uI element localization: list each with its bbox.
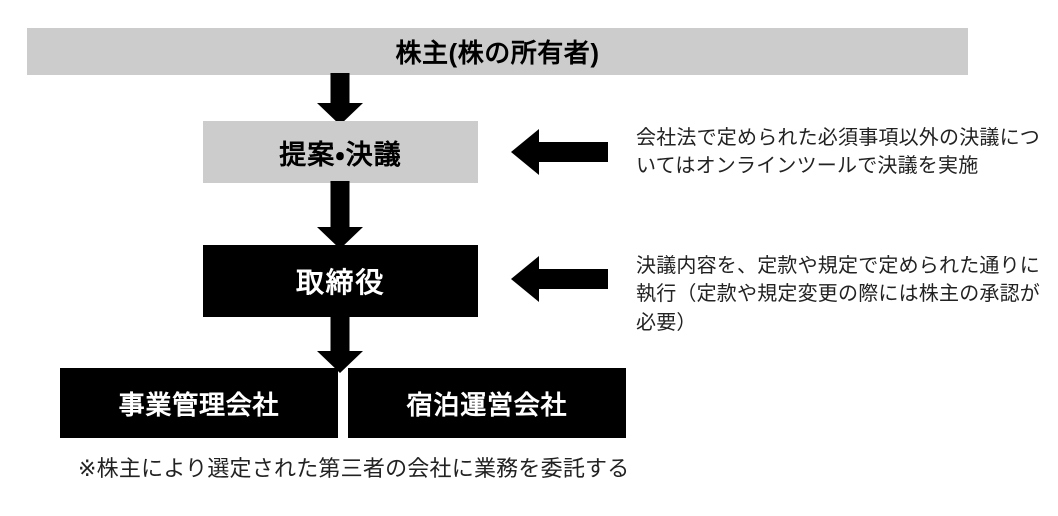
node-management-company-label: 事業管理会社 bbox=[118, 389, 280, 420]
arrow-head-down-icon bbox=[317, 103, 363, 125]
arrow-left-note-to-board bbox=[511, 256, 608, 302]
arrow-shaft bbox=[536, 142, 608, 162]
arrow-shaft bbox=[330, 315, 350, 353]
arrow-shaft bbox=[330, 73, 350, 105]
node-lodging-operation-company: 宿泊運営会社 bbox=[348, 368, 626, 438]
arrow-down-resolution-to-board bbox=[317, 181, 363, 249]
node-shareholder-label: 株主(株の所有者) bbox=[395, 38, 600, 68]
arrow-shaft bbox=[330, 181, 350, 229]
node-board-label: 取締役 bbox=[295, 267, 386, 298]
node-lodging-operation-company-label: 宿泊運営会社 bbox=[406, 389, 568, 420]
arrow-head-down-icon bbox=[317, 351, 363, 373]
arrow-shaft bbox=[536, 269, 608, 289]
arrow-head-left-icon bbox=[511, 256, 539, 302]
arrow-left-note-to-resolution bbox=[511, 129, 608, 175]
node-management-company: 事業管理会社 bbox=[60, 368, 338, 438]
node-board-of-directors: 取締役 bbox=[203, 245, 478, 317]
arrow-head-left-icon bbox=[511, 129, 539, 175]
note-execution: 決議内容を、定款や規定で定められた通りに執行（定款や規定変更の際には株主の承認が… bbox=[636, 255, 1040, 334]
node-resolution: 提案・決議 bbox=[203, 121, 478, 183]
arrow-head-down-icon bbox=[317, 227, 363, 249]
footnote-outsourcing: ※株主により選定された第三者の会社に業務を委託する bbox=[78, 456, 630, 481]
node-shareholder: 株主(株の所有者) bbox=[27, 28, 968, 75]
note-online-resolution: 会社法で定められた必須事項以外の決議についてはオンラインツールで決議を実施 bbox=[636, 127, 1040, 178]
arrow-down-shareholder-to-resolution bbox=[317, 73, 363, 125]
node-resolution-label: 提案・決議 bbox=[279, 139, 402, 170]
arrow-down-board-to-companies bbox=[317, 315, 363, 373]
